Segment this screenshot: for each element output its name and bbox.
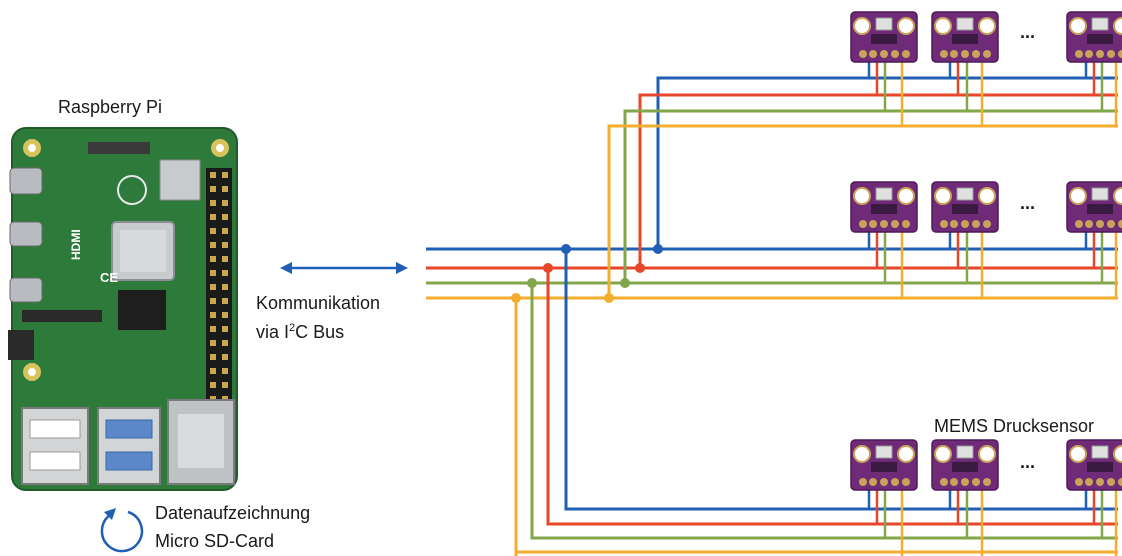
comm-suffix: C Bus xyxy=(295,322,344,342)
sensor-board xyxy=(932,440,998,490)
sensor-drops-middle xyxy=(869,232,1116,298)
sensor-board xyxy=(1067,182,1122,232)
ellipsis-top: ... xyxy=(1020,22,1035,43)
sensor-board xyxy=(851,12,917,62)
sensor-row-top xyxy=(851,12,1122,62)
sensor-board xyxy=(851,440,917,490)
bus-main xyxy=(426,249,1118,298)
ellipsis-middle: ... xyxy=(1020,193,1035,214)
comm-prefix: via I xyxy=(256,322,289,342)
ellipsis-bottom: ... xyxy=(1020,452,1035,473)
comm-label-line1: Kommunikation xyxy=(256,293,380,314)
hdmi-text: HDMI xyxy=(69,229,83,260)
comm-label-line2: via I2C Bus xyxy=(256,322,344,343)
sensor-row-bottom xyxy=(851,440,1122,490)
sensor-board xyxy=(1067,12,1122,62)
recording-cycle-icon xyxy=(102,508,142,551)
raspberry-pi-board: HDMI CE xyxy=(8,128,237,490)
ce-text: CE xyxy=(100,270,118,285)
sensor-board xyxy=(932,182,998,232)
record-label-line1: Datenaufzeichnung xyxy=(155,503,310,524)
sensor-board xyxy=(932,12,998,62)
raspberry-pi-title: Raspberry Pi xyxy=(58,97,162,118)
record-label-line2: Micro SD-Card xyxy=(155,531,274,552)
sensor-row-middle xyxy=(851,182,1122,232)
communication-arrow xyxy=(280,262,408,274)
sensor-board xyxy=(851,182,917,232)
sensor-board xyxy=(1067,440,1122,490)
sensor-label: MEMS Drucksensor xyxy=(934,416,1094,437)
